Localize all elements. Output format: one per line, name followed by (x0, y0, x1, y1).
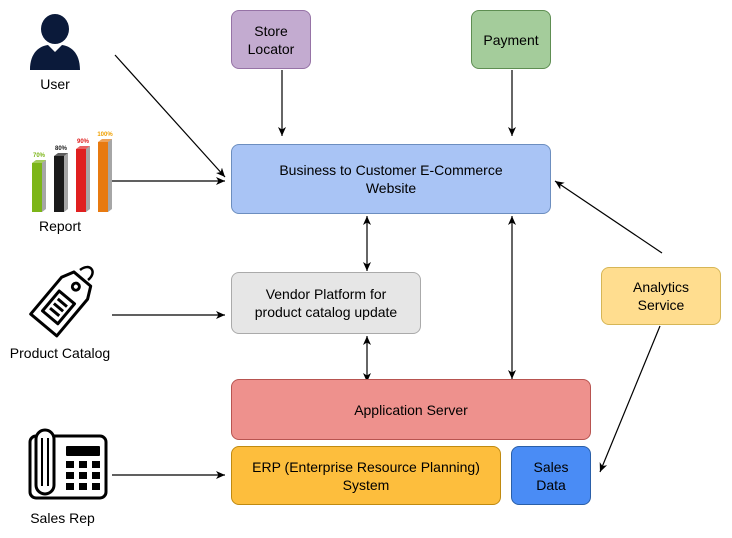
user-icon (30, 14, 80, 70)
payment-box[interactable]: Payment (471, 10, 551, 69)
analytics-service-box[interactable]: Analytics Service (601, 267, 721, 325)
application-server-label: Application Server (354, 401, 468, 418)
report-bar-side (42, 160, 46, 212)
report-bar-top (54, 153, 68, 156)
analytics-service-label: Analytics Service (632, 279, 690, 313)
report-bar-top (98, 139, 112, 142)
report-bar (32, 163, 42, 212)
report-chart-icon: 70% 80% 90% 100% (32, 132, 113, 212)
report-bar-side (108, 139, 112, 212)
report-label: Report (38, 218, 82, 234)
vendor-platform-box[interactable]: Vendor Platform for product catalog upda… (231, 272, 421, 334)
edge-analytics-to-salesdata (599, 325, 661, 473)
sales-data-box[interactable]: Sales Data (511, 446, 591, 505)
store-locator-box[interactable]: Store Locator (231, 10, 311, 69)
report-bar-label: 70% (33, 153, 46, 159)
vendor-platform-label: Vendor Platform for product catalog upda… (254, 286, 398, 320)
ecommerce-website-box[interactable]: Business to Customer E-Commerce Website (231, 144, 551, 214)
report-bar-side (64, 153, 68, 212)
price-tag-icon (29, 265, 94, 338)
erp-system-box[interactable]: ERP (Enterprise Resource Planning) Syste… (231, 446, 501, 505)
erp-system-label: ERP (Enterprise Resource Planning) Syste… (252, 458, 480, 493)
sales-data-label: Sales Data (533, 458, 569, 493)
application-server-box[interactable]: Application Server (231, 379, 591, 440)
product-catalog-label: Product Catalog (9, 345, 111, 361)
report-bar-top (32, 160, 46, 163)
edge-analytics-to-ecommerce (554, 180, 663, 254)
report-bar (54, 156, 64, 212)
report-bar-label: 80% (55, 146, 68, 152)
desk-phone-icon (28, 428, 108, 500)
report-bar-side (86, 146, 90, 212)
store-locator-label: Store Locator (247, 22, 295, 57)
report-bar (76, 149, 86, 212)
edge-user-to-ecommerce (114, 54, 226, 178)
user-label: User (40, 76, 70, 92)
report-bar-label: 90% (77, 139, 90, 145)
payment-label: Payment (483, 31, 539, 48)
ecommerce-website-label: Business to Customer E-Commerce Website (279, 162, 503, 196)
sales-rep-label: Sales Rep (30, 510, 95, 526)
report-bar-label: 100% (97, 132, 113, 138)
report-bar-top (76, 146, 90, 149)
report-bar (98, 142, 108, 212)
